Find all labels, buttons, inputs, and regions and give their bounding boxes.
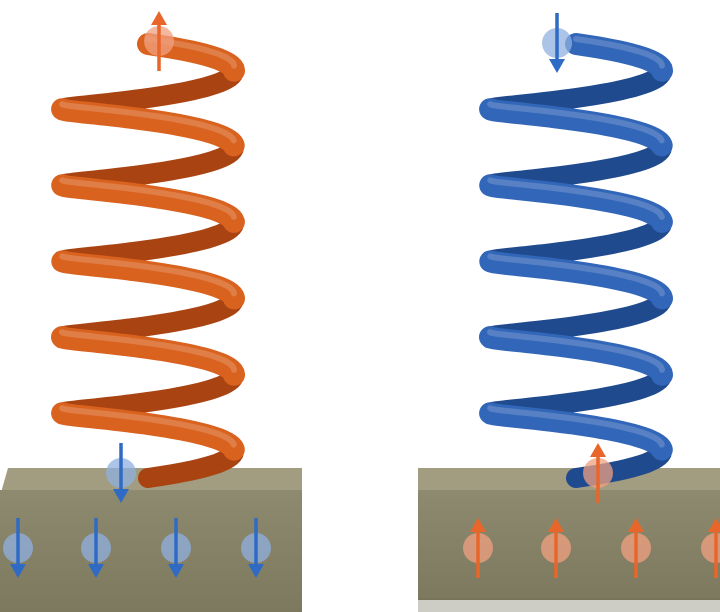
right-helix-back-strand [480,62,672,488]
left-helix-highlight [59,36,237,448]
up-arrow-spin-icon [470,518,486,532]
left-emitted-spin [144,11,174,71]
right-panel [418,13,720,612]
right-helix-highlight [487,36,665,448]
left-helix-back-strand [52,62,244,488]
right-substrate-spin-1 [463,518,493,578]
left-substrate-spin-1 [3,518,33,578]
up-arrow-spin-icon [151,11,167,25]
right-incoming-spin [583,443,613,503]
left-panel [0,11,302,612]
right-spin-markers [463,13,720,578]
left-spin-markers [3,11,271,578]
right-substrate-bottom-shadow [418,598,720,612]
left-substrate-spin-4 [241,518,271,578]
right-substrate-spin-3 [621,518,651,578]
down-arrow-spin-icon [88,564,104,578]
up-arrow-spin-icon [628,518,644,532]
left-substrate-spin-2 [81,518,111,578]
down-arrow-spin-icon [168,564,184,578]
down-arrow-spin-icon [113,489,129,503]
left-orange-helix [51,33,245,488]
down-arrow-spin-icon [10,564,26,578]
down-arrow-spin-icon [549,59,565,73]
up-arrow-spin-icon [590,443,606,457]
right-helix-front-strand [479,33,673,461]
right-emitted-spin [542,13,572,73]
down-arrow-spin-icon [248,564,264,578]
up-arrow-spin-icon [708,518,720,532]
right-substrate-block [418,468,720,612]
left-incoming-spin [106,443,136,503]
left-substrate-spin-3 [161,518,191,578]
left-helix-front-strand [51,33,245,461]
right-blue-helix [479,33,673,488]
right-substrate-spin-2 [541,518,571,578]
up-arrow-spin-icon [548,518,564,532]
right-substrate-spin-4 [701,518,720,578]
